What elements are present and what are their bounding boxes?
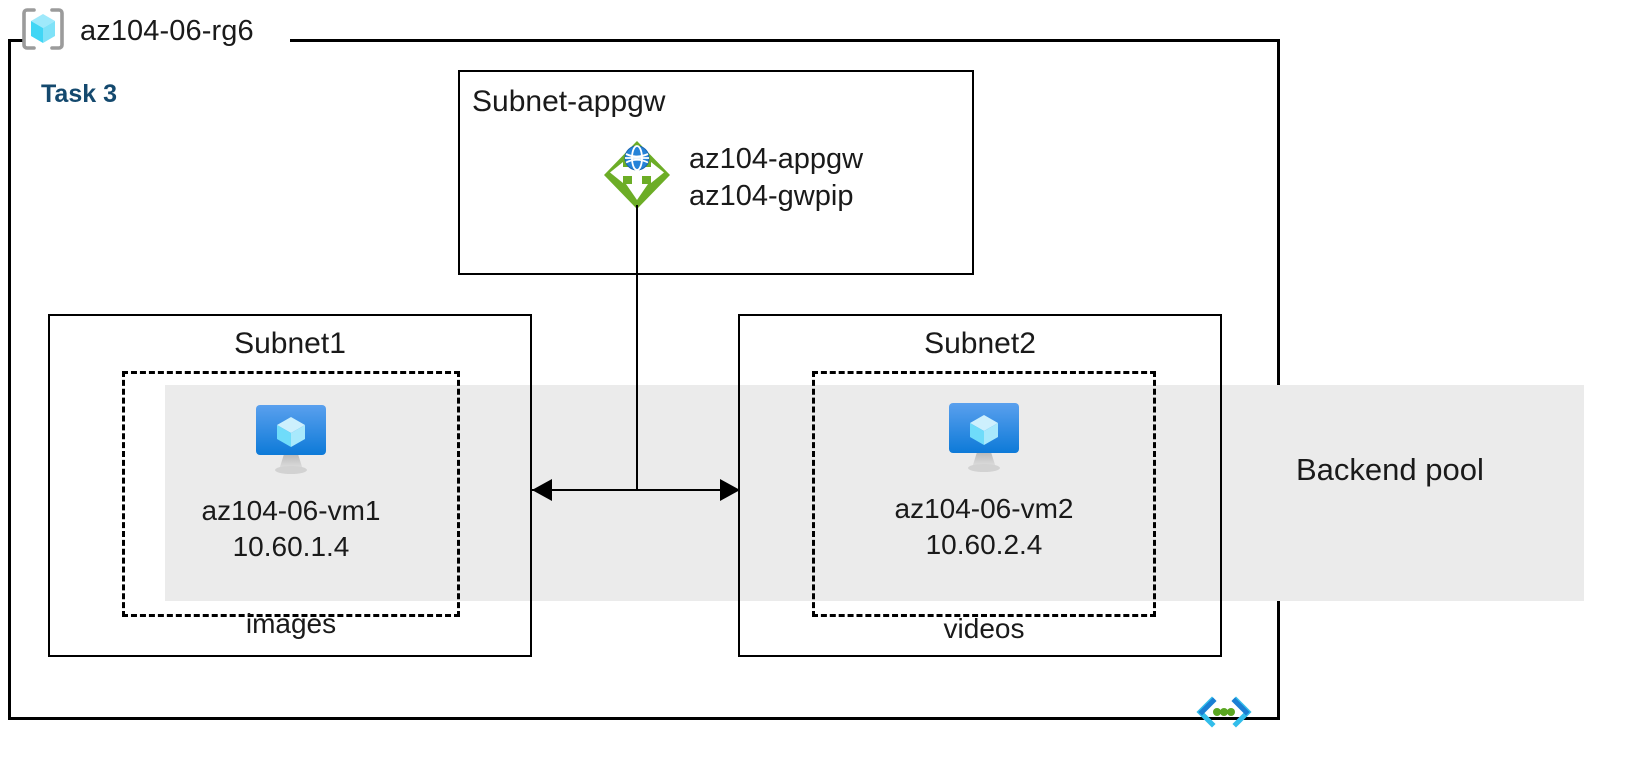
virtual-machine-icon <box>942 398 1026 481</box>
application-gateway-captions: az104-appgw az104-gwpip <box>689 141 863 215</box>
task-label: Task 3 <box>41 80 117 108</box>
resource-group-frame-top-rule <box>290 39 1280 42</box>
connector-arrowhead-right <box>720 479 740 501</box>
vm1-ip-address: 10.60.1.4 <box>232 531 350 562</box>
subnet-appgw-title: Subnet-appgw <box>472 85 666 118</box>
subnet2-vm-group-dashed-box <box>812 371 1156 617</box>
connector-horizontal-line <box>532 489 740 491</box>
resource-group-icon <box>20 6 66 57</box>
virtual-network-icon <box>1196 694 1252 735</box>
backend-pool-band <box>165 385 1584 601</box>
connector-arrowhead-left <box>532 479 552 501</box>
vm1-captions: az104-06-vm1 10.60.1.4 <box>202 493 381 565</box>
vm2-ip-address: 10.60.2.4 <box>925 529 1043 560</box>
backend-pool-label: Backend pool <box>1296 452 1484 487</box>
subnet1-box <box>48 314 532 657</box>
subnet-appgw-box <box>458 70 974 275</box>
vm1-node: az104-06-vm1 10.60.1.4 <box>181 400 401 565</box>
resource-group-frame <box>8 39 1280 720</box>
vm1-name: az104-06-vm1 <box>201 495 381 526</box>
application-gateway-node: az104-appgw az104-gwpip <box>601 138 863 217</box>
subnet1-group-label: images <box>245 608 337 639</box>
application-gateway-name: az104-appgw <box>689 142 864 175</box>
virtual-machine-icon <box>249 400 333 483</box>
subnet1-vm-group-dashed-box <box>122 371 460 617</box>
resource-group-name: az104-06-rg6 <box>80 15 254 47</box>
subnet2-group-label: videos <box>943 613 1025 644</box>
vm2-node: az104-06-vm2 10.60.2.4 <box>874 398 1094 563</box>
subnet1-title: Subnet1 <box>234 327 346 360</box>
subnet2-title: Subnet2 <box>924 327 1036 360</box>
vm2-captions: az104-06-vm2 10.60.2.4 <box>895 491 1074 563</box>
connector-vertical-line <box>636 205 638 490</box>
gateway-public-ip-name: az104-gwpip <box>689 179 854 212</box>
resource-group-header: az104-06-rg6 <box>20 6 254 57</box>
application-gateway-icon <box>601 138 673 217</box>
resource-group-frame-top-left-stub <box>8 39 24 42</box>
vm2-name: az104-06-vm2 <box>894 493 1074 524</box>
subnet2-box <box>738 314 1222 657</box>
